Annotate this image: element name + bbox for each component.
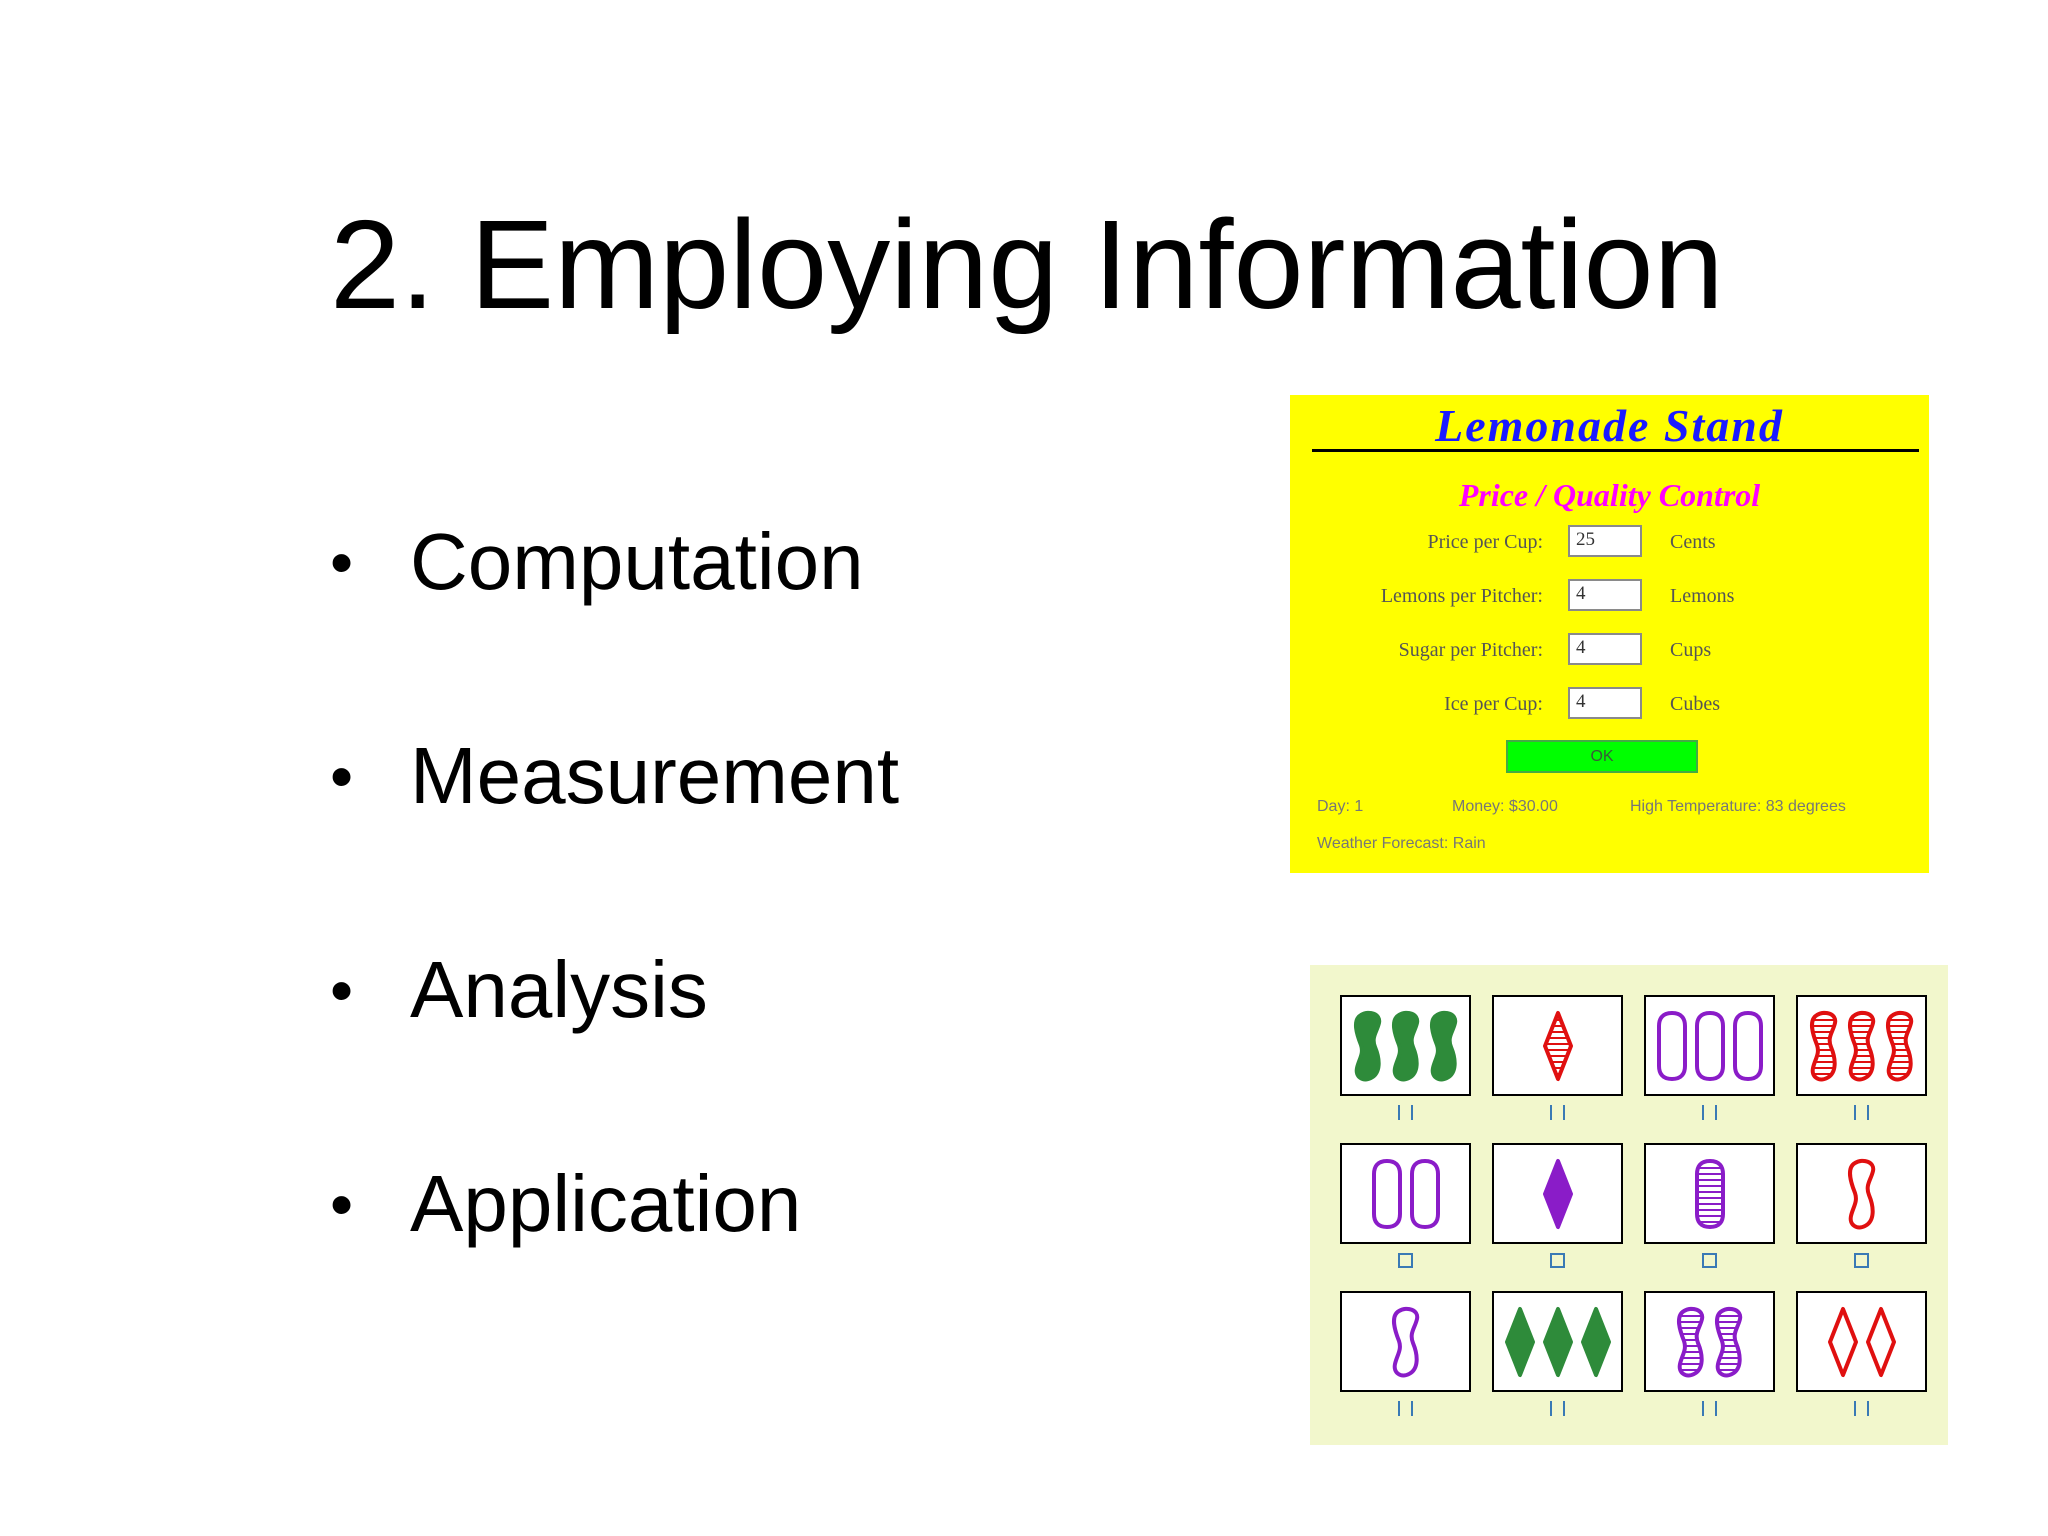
slide-title: 2. Employing Information xyxy=(330,194,1724,335)
squiggle-shape xyxy=(1391,1306,1419,1377)
squiggle-icon xyxy=(1809,1010,1913,1081)
diamond-icon xyxy=(1542,1158,1573,1229)
oval-shape xyxy=(1409,1158,1440,1229)
diamond-shape xyxy=(1542,1306,1573,1377)
lemonade-stand-panel: Lemonade Stand Price / Quality Control P… xyxy=(1290,395,1929,873)
forecast-status: Weather Forecast: Rain xyxy=(1317,835,1486,852)
lemons-unit: Lemons xyxy=(1670,585,1735,607)
bullet-item: • Measurement xyxy=(330,669,899,883)
ok-button[interactable]: OK xyxy=(1506,740,1698,773)
oval-shape xyxy=(1694,1010,1725,1081)
diamond-shape xyxy=(1504,1306,1535,1377)
set-card[interactable] xyxy=(1340,995,1471,1096)
diamond-shape xyxy=(1542,1158,1573,1229)
card-checkbox[interactable] xyxy=(1854,1253,1869,1268)
lemons-row: Lemons per Pitcher: 4 Lemons xyxy=(1290,579,1929,617)
oval-shape xyxy=(1371,1158,1402,1229)
card-checkbox[interactable] xyxy=(1398,1401,1413,1416)
diamond-shape xyxy=(1827,1306,1858,1377)
ice-row: Ice per Cup: 4 Cubes xyxy=(1290,687,1929,725)
bullet-list: • Computation • Measurement • Analysis • App… xyxy=(330,455,899,1311)
bullet-item: • Computation xyxy=(330,455,899,669)
card-checkbox[interactable] xyxy=(1550,1401,1565,1416)
diamond-shape xyxy=(1865,1306,1896,1377)
set-card[interactable] xyxy=(1644,995,1775,1096)
card-checkbox[interactable] xyxy=(1702,1105,1717,1120)
oval-icon xyxy=(1371,1158,1440,1229)
money-status: Money: $30.00 xyxy=(1452,798,1558,815)
bullet-text: Analysis xyxy=(410,945,708,1034)
squiggle-icon xyxy=(1847,1158,1875,1229)
squiggle-shape xyxy=(1353,1010,1381,1081)
bullet-dot: • xyxy=(330,525,354,599)
card-checkbox[interactable] xyxy=(1854,1401,1869,1416)
bullet-text: Application xyxy=(410,1159,802,1248)
ice-unit: Cubes xyxy=(1670,693,1720,715)
lemonade-title: Lemonade Stand xyxy=(1435,400,1784,451)
sugar-unit: Cups xyxy=(1670,639,1712,661)
set-card[interactable] xyxy=(1340,1291,1471,1392)
bullet-text: Computation xyxy=(410,517,864,606)
day-status: Day: 1 xyxy=(1317,798,1364,815)
squiggle-icon xyxy=(1353,1010,1457,1081)
oval-icon xyxy=(1694,1158,1725,1229)
card-checkbox[interactable] xyxy=(1550,1105,1565,1120)
squiggle-shape xyxy=(1847,1158,1875,1229)
lemons-input[interactable]: 4 xyxy=(1568,579,1642,611)
bullet-dot: • xyxy=(330,953,354,1027)
set-card[interactable] xyxy=(1796,995,1927,1096)
oval-shape xyxy=(1694,1158,1725,1229)
bullet-dot: • xyxy=(330,739,354,813)
card-checkbox[interactable] xyxy=(1398,1105,1413,1120)
price-label: Price per Cup: xyxy=(1427,531,1543,553)
price-row: Price per Cup: 25 Cents xyxy=(1290,525,1929,563)
bullet-item: • Application xyxy=(330,1097,899,1311)
ice-label: Ice per Cup: xyxy=(1444,693,1543,715)
card-checkbox[interactable] xyxy=(1550,1253,1565,1268)
diamond-shape xyxy=(1580,1306,1611,1377)
set-card[interactable] xyxy=(1796,1291,1927,1392)
squiggle-shape xyxy=(1429,1010,1457,1081)
card-checkbox[interactable] xyxy=(1702,1401,1717,1416)
set-card[interactable] xyxy=(1796,1143,1927,1244)
bullet-dot: • xyxy=(330,1167,354,1241)
oval-shape xyxy=(1732,1010,1763,1081)
diamond-icon xyxy=(1542,1010,1573,1081)
set-card[interactable] xyxy=(1644,1143,1775,1244)
sugar-row: Sugar per Pitcher: 4 Cups xyxy=(1290,633,1929,671)
oval-icon xyxy=(1656,1010,1763,1081)
price-unit: Cents xyxy=(1670,531,1716,553)
set-card[interactable] xyxy=(1492,1143,1623,1244)
squiggle-icon xyxy=(1676,1306,1742,1377)
set-card[interactable] xyxy=(1340,1143,1471,1244)
squiggle-shape xyxy=(1885,1010,1913,1081)
squiggle-shape xyxy=(1847,1010,1875,1081)
sugar-input[interactable]: 4 xyxy=(1568,633,1642,665)
lemonade-subtitle: Price / Quality Control xyxy=(1458,477,1761,513)
set-card[interactable] xyxy=(1644,1291,1775,1392)
bullet-item: • Analysis xyxy=(330,883,899,1097)
diamond-icon xyxy=(1827,1306,1896,1377)
squiggle-icon xyxy=(1391,1306,1419,1377)
card-checkbox[interactable] xyxy=(1702,1253,1717,1268)
squiggle-shape xyxy=(1676,1306,1704,1377)
diamond-icon xyxy=(1504,1306,1611,1377)
lemons-label: Lemons per Pitcher: xyxy=(1380,585,1543,607)
temperature-status: High Temperature: 83 degrees xyxy=(1630,798,1846,815)
squiggle-shape xyxy=(1391,1010,1419,1081)
card-checkbox[interactable] xyxy=(1398,1253,1413,1268)
set-card[interactable] xyxy=(1492,995,1623,1096)
sugar-label: Sugar per Pitcher: xyxy=(1398,639,1543,661)
card-checkbox[interactable] xyxy=(1854,1105,1869,1120)
squiggle-shape xyxy=(1714,1306,1742,1377)
ice-input[interactable]: 4 xyxy=(1568,687,1642,719)
title-divider xyxy=(1312,449,1919,452)
bullet-text: Measurement xyxy=(410,731,900,820)
card-grid-panel xyxy=(1310,965,1948,1445)
diamond-shape xyxy=(1542,1010,1573,1081)
set-card[interactable] xyxy=(1492,1291,1623,1392)
squiggle-shape xyxy=(1809,1010,1837,1081)
price-input[interactable]: 25 xyxy=(1568,525,1642,557)
oval-shape xyxy=(1656,1010,1687,1081)
